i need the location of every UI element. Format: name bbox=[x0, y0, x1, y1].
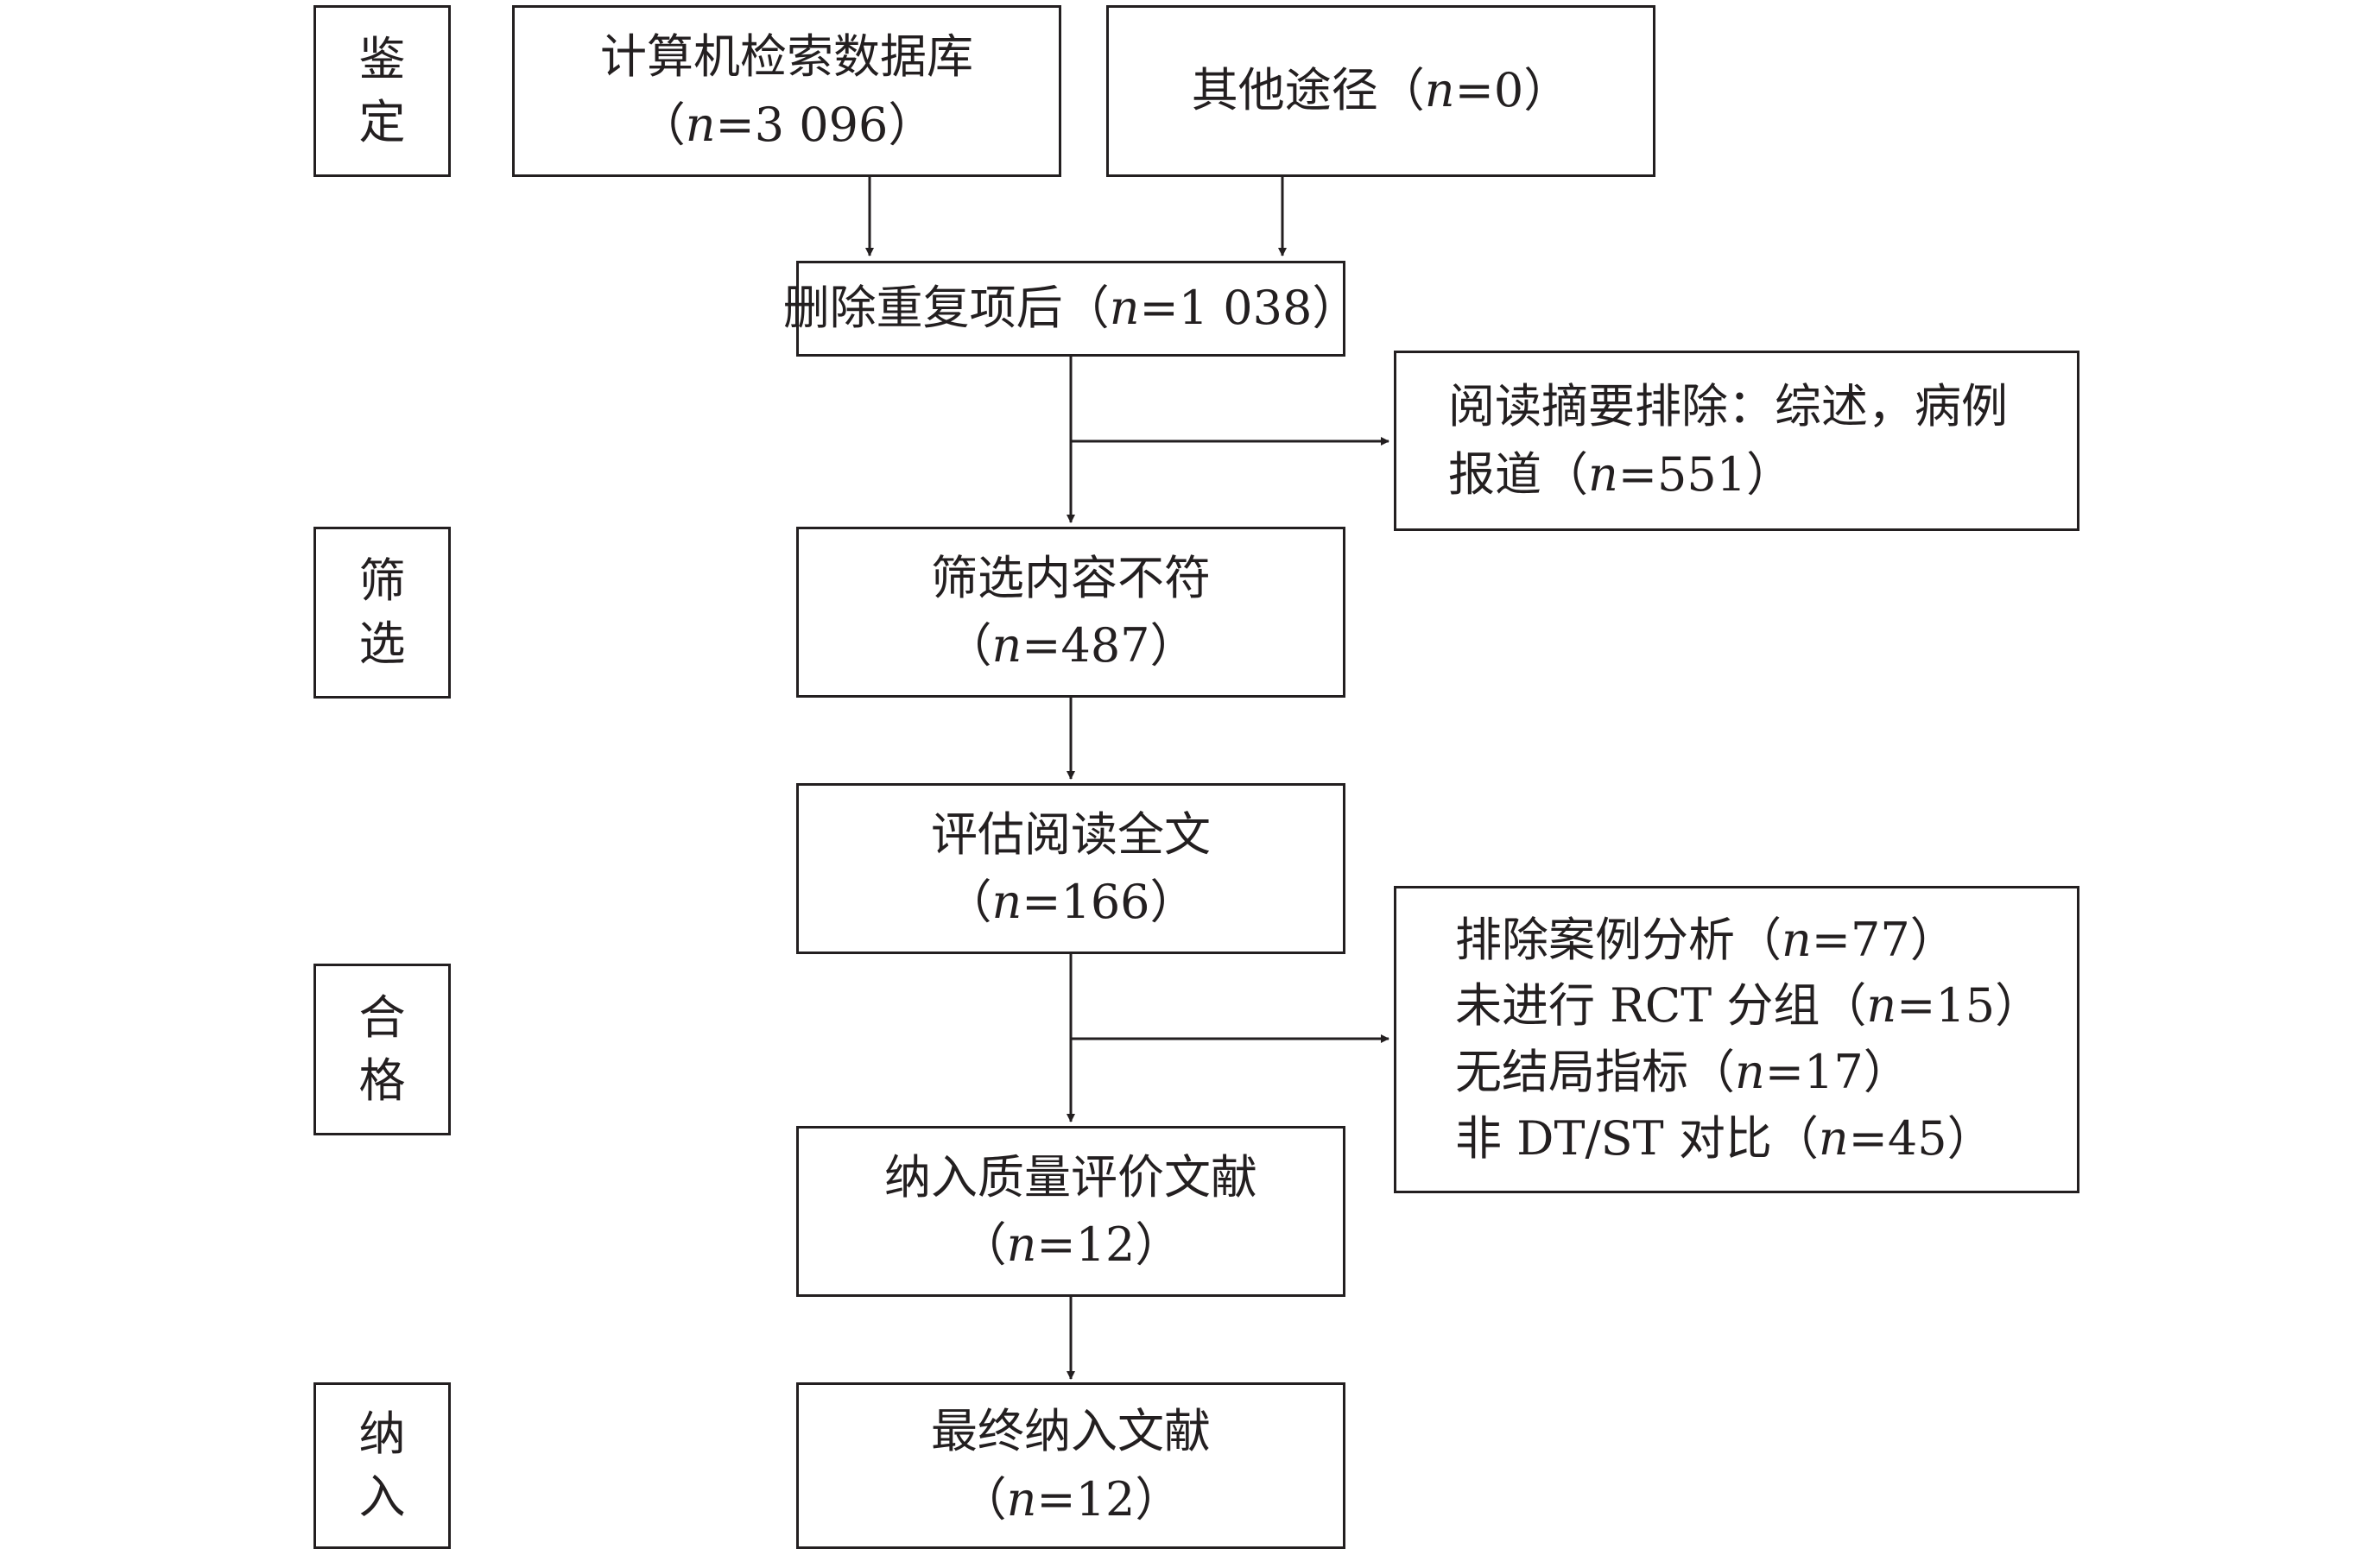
stage-inclusion: 纳 入 bbox=[313, 1382, 451, 1549]
stage-char: 入 bbox=[358, 1469, 406, 1524]
stage-char: 筛 bbox=[358, 553, 406, 608]
stage-char: 合 bbox=[358, 989, 406, 1045]
box-count: （n=487） bbox=[945, 618, 1197, 673]
box-title-with-count: 其他途径（n=0） bbox=[1191, 63, 1571, 118]
box-final-inclusion: 最终纳入文献 （n=12） bbox=[796, 1382, 1345, 1549]
box-count: （n=12） bbox=[959, 1471, 1182, 1527]
exclusion-reason: 报道（n=551） bbox=[1448, 446, 1794, 502]
stage-char: 定 bbox=[358, 94, 406, 149]
exclusion-reason: 排除案例分析（n=77） bbox=[1455, 912, 1957, 967]
box-count: （n=166） bbox=[945, 875, 1197, 929]
box-title: 筛选内容不符 bbox=[931, 550, 1211, 605]
box-count: （n=12） bbox=[959, 1217, 1182, 1272]
exclusion-reason: 非 DT/ST 对比（n=45） bbox=[1455, 1110, 1994, 1166]
stage-char: 纳 bbox=[358, 1406, 406, 1461]
stage-char: 鉴 bbox=[358, 31, 406, 86]
box-other-sources: 其他途径（n=0） bbox=[1106, 5, 1655, 177]
box-fulltext-exclusion: 排除案例分析（n=77） 未进行 RCT 分组（n=15） 无结局指标（n=17… bbox=[1394, 886, 2079, 1193]
box-title: 纳入质量评价文献 bbox=[884, 1149, 1257, 1204]
stage-eligibility: 合 格 bbox=[313, 964, 451, 1135]
box-title: 计算机检索数据库 bbox=[600, 29, 973, 85]
exclusion-reason: 阅读摘要排除：综述，病例 bbox=[1448, 379, 2008, 434]
stage-identification: 鉴 定 bbox=[313, 5, 451, 177]
box-fulltext-assessment: 评估阅读全文 （n=166） bbox=[796, 783, 1345, 954]
stage-char: 选 bbox=[358, 616, 406, 671]
stage-screening: 筛 选 bbox=[313, 527, 451, 699]
stage-char: 格 bbox=[358, 1053, 406, 1108]
exclusion-reason: 无结局指标（n=17） bbox=[1455, 1045, 1910, 1099]
box-quality-assessment: 纳入质量评价文献 （n=12） bbox=[796, 1126, 1345, 1297]
box-title: 评估阅读全文 bbox=[931, 806, 1211, 862]
exclusion-reason: 未进行 RCT 分组（n=15） bbox=[1455, 978, 2042, 1034]
box-after-dedup: 删除重复项后（n=1 038） bbox=[783, 261, 1358, 357]
box-title: 最终纳入文献 bbox=[931, 1404, 1211, 1459]
box-title-with-count: 删除重复项后（n=1 038） bbox=[782, 281, 1359, 336]
box-count: （n=3 096） bbox=[638, 97, 935, 152]
box-abstract-exclusion: 阅读摘要排除：综述，病例 报道（n=551） bbox=[1394, 351, 2079, 531]
box-database-search: 计算机检索数据库 （n=3 096） bbox=[512, 5, 1061, 177]
box-screening-mismatch: 筛选内容不符 （n=487） bbox=[796, 527, 1345, 698]
